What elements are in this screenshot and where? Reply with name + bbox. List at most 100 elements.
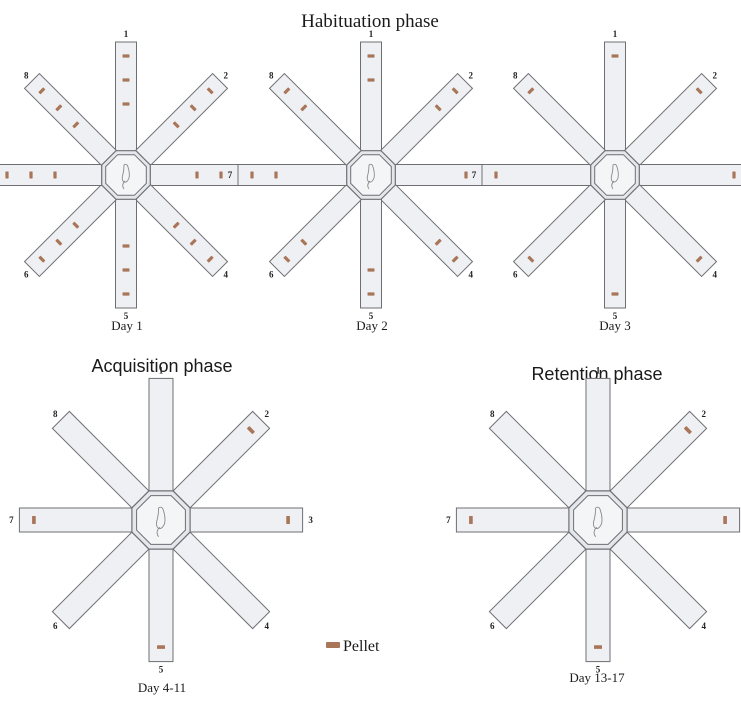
arm-label-7: 7: [9, 515, 14, 525]
pellet-icon: [72, 221, 80, 229]
arm-8: [51, 410, 151, 510]
pellet-icon: [189, 238, 197, 246]
pellet-icon: [29, 171, 33, 179]
arm-label-8: 8: [490, 409, 495, 419]
arm-label-4: 4: [223, 270, 228, 280]
retention-title: Retention phase: [531, 364, 662, 384]
arm-label-8: 8: [513, 70, 518, 80]
day-label-acquisition: Day 4-11: [138, 680, 186, 695]
arm-7: [0, 164, 104, 186]
arm-6: [51, 530, 151, 630]
arm-4: [134, 183, 229, 278]
pellet-icon: [5, 171, 9, 179]
rat-icon: [366, 163, 375, 190]
arm-6: [23, 183, 118, 278]
arm-label-5: 5: [369, 311, 374, 321]
pellet-icon: [274, 171, 278, 179]
arm-6: [512, 183, 607, 278]
pellet-icon: [594, 645, 602, 649]
arm-2: [171, 410, 271, 510]
pellet-icon: [695, 87, 703, 95]
arm-label-5: 5: [159, 665, 164, 675]
pellet-icon: [122, 268, 130, 272]
arm-label-1: 1: [369, 29, 374, 39]
arm-label-6: 6: [513, 270, 518, 280]
hub-inner: [573, 495, 623, 545]
pellet-icon: [527, 87, 535, 95]
arm-4: [171, 530, 271, 630]
pellet-icon: [367, 292, 375, 296]
rat-icon: [155, 506, 166, 538]
arm-label-4: 4: [702, 621, 707, 631]
arm-label-2: 2: [468, 70, 473, 80]
arm-1: [585, 377, 611, 493]
arm-label-1: 1: [596, 365, 601, 375]
day-label-retention: Day 13-17: [569, 670, 625, 685]
pellet-icon: [300, 238, 308, 246]
arm-8: [268, 72, 363, 167]
arm-8: [488, 410, 588, 510]
arm-5: [585, 547, 611, 663]
arm-label-6: 6: [53, 621, 58, 631]
arm-label-2: 2: [223, 70, 228, 80]
arm-2: [623, 72, 718, 167]
arm-label-7: 7: [228, 170, 233, 180]
arm-7: [455, 507, 571, 533]
pellet-icon: [122, 244, 130, 248]
arm-8: [23, 72, 118, 167]
pellet-icon: [723, 516, 727, 524]
arm-2: [134, 72, 229, 167]
arm-2: [608, 410, 708, 510]
day-label-1: Day 1: [111, 318, 142, 333]
arm-5: [360, 197, 382, 309]
arm-5: [115, 197, 137, 309]
pellet-icon: [122, 292, 130, 296]
pellet-icon: [300, 104, 308, 112]
pellet-icon: [246, 426, 255, 435]
pellet-icon: [195, 171, 199, 179]
pellet-icon: [38, 87, 46, 95]
arm-label-6: 6: [490, 621, 495, 631]
pellet-icon: [527, 255, 535, 263]
pellet-icon: [683, 426, 692, 435]
pellet-icon: [189, 104, 197, 112]
acquisition-title: Acquisition phase: [91, 356, 232, 376]
arm-2: [379, 72, 474, 167]
rat-icon: [121, 163, 130, 190]
arm-4: [608, 530, 708, 630]
pellet-icon: [55, 104, 63, 112]
pellet-icon: [367, 268, 375, 272]
arm-1: [148, 377, 174, 493]
arm-4: [379, 183, 474, 278]
hub-inner: [594, 154, 636, 196]
arm-label-4: 4: [712, 270, 717, 280]
arm-1: [604, 41, 626, 153]
pellet-icon: [611, 54, 619, 58]
arm-label-2: 2: [265, 409, 270, 419]
arm-label-2: 2: [702, 409, 707, 419]
arm-6: [268, 183, 363, 278]
pellet-icon: [611, 292, 619, 296]
arm-6: [488, 530, 588, 630]
pellet-icon: [367, 54, 375, 58]
arm-label-6: 6: [269, 270, 274, 280]
arm-3: [625, 507, 741, 533]
arm-3: [637, 164, 741, 186]
arm-3: [188, 507, 304, 533]
day-label-2: Day 2: [356, 318, 387, 333]
pellet-icon: [283, 87, 291, 95]
arm-label-6: 6: [24, 270, 29, 280]
pellet-icon: [122, 78, 130, 82]
arm-label-8: 8: [53, 409, 58, 419]
arm-label-5: 5: [613, 311, 618, 321]
pellet-icon: [434, 238, 442, 246]
habituation-title: Habituation phase: [301, 11, 439, 32]
pellet-icon: [283, 255, 291, 263]
pellet-icon: [434, 104, 442, 112]
arm-label-3: 3: [308, 515, 313, 525]
pellet-icon: [172, 121, 180, 129]
pellet-icon: [38, 255, 46, 263]
